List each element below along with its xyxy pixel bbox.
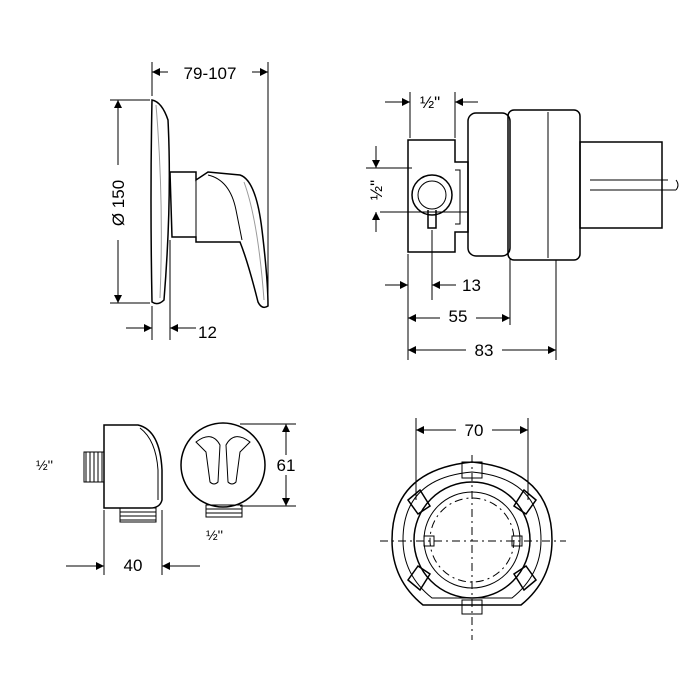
- inner-ring: [413, 481, 531, 599]
- dim-12: 12: [198, 323, 217, 342]
- dim-13: 13: [462, 276, 481, 295]
- dim-61: 61: [277, 456, 296, 475]
- label-half-inch-bottom: ½'': [206, 527, 223, 543]
- dim-83: 83: [475, 341, 494, 360]
- connector-block: [407, 139, 469, 253]
- label-half-inch-side: ½'': [36, 457, 53, 473]
- dim-diameter-150: Ø 150: [109, 180, 128, 226]
- dim-70: 70: [465, 421, 484, 440]
- outlet-slot-left: [195, 436, 221, 485]
- elbow-thread-bottom: [119, 507, 157, 523]
- dim-40: 40: [124, 556, 143, 575]
- body-front-view: 70: [380, 418, 566, 640]
- elbow-body: [103, 424, 163, 509]
- outlet-slot-right: [225, 436, 251, 485]
- inlet-ring: [411, 174, 453, 216]
- dim-half-inch-side: ½": [367, 180, 386, 200]
- dim-half-inch-top: ½": [420, 93, 440, 112]
- mixer-body: [169, 171, 269, 309]
- wall-outlet-view: ½'' ½'' 61 40: [36, 422, 302, 575]
- mixer-side-view: 79-107 Ø 150 12: [108, 62, 269, 342]
- body-cylinder: [467, 112, 511, 257]
- wall-plate: [150, 99, 171, 305]
- outlet-front: [180, 422, 266, 508]
- body-side-view: ½" ½" 13 55 83: [366, 92, 679, 360]
- dim-79-107: 79-107: [184, 64, 237, 83]
- dim-55: 55: [449, 307, 468, 326]
